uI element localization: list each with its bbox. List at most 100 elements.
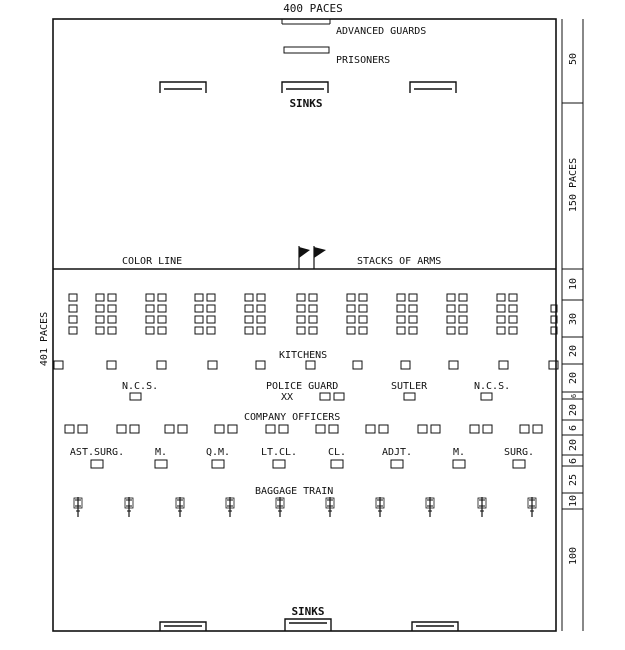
scale-mark-6b: 6 [568,425,579,431]
officer-tent [315,424,326,434]
tent-group [296,293,318,335]
staff-label: SURG. [504,447,534,458]
staff-label: M. [155,447,167,458]
prisoners-pen [283,46,330,54]
scale-mark-20d: 20 [568,439,579,451]
wagon-icon [275,497,285,517]
staff-tent [390,459,404,469]
sinks-bottom-label: SINKS [291,605,324,618]
kitchens-row [53,360,559,370]
officer-tent [116,424,127,434]
staff-row: AST.SURG. M. Q.M. LT.CL. CL. ADJT. M. SURG. [70,447,534,469]
officer-tent [469,424,480,434]
scale-mark-100: 100 [568,547,579,565]
prisoners-label: PRISONERS [336,55,390,66]
staff-tent [452,459,466,469]
staff-label: M. [453,447,465,458]
officer-tent [265,424,276,434]
staff-tent [330,459,344,469]
officer-tent [482,424,493,434]
wagon-icon [124,497,134,517]
camp-boundary [52,18,557,632]
kitchen [548,360,559,370]
tent-group [346,293,368,335]
officer-tent [164,424,175,434]
kitchen [255,360,266,370]
scale-mark-50: 50 [568,53,579,65]
scale-mark-30: 30 [568,313,579,325]
officer-tent [177,424,188,434]
scale-mark-10a: 10 [568,278,579,290]
officer-tent [64,424,75,434]
scale-mark-20c: 20 [568,404,579,416]
wagon-icon [527,497,537,517]
scale-mark-150-paces: 150 PACES [568,158,579,212]
scale-mark-20a: 20 [568,345,579,357]
officer-tent [328,424,339,434]
flag-icon [298,246,326,269]
scale-column [561,19,584,631]
scale-mark-10b: 10 [568,495,579,507]
baggage-train-label: BAGGAGE TRAIN [255,486,333,497]
officer-tent [430,424,441,434]
baggage-wagons [73,497,537,517]
kitchens-label: KITCHENS [279,350,327,361]
tent-group [194,293,216,335]
advanced-guards-label: ADVANCED GUARDS [336,26,426,37]
tent-group [550,304,558,335]
officer-tent [214,424,225,434]
staff-tent [272,459,286,469]
kitchen [106,360,117,370]
scale-labels: 50 150 PACES 10 30 20 20 6 20 6 20 6 25 … [568,53,579,565]
wagon-icon [425,497,435,517]
wagon-icon [73,497,83,517]
tent-group [68,293,78,335]
tent-group [145,293,167,335]
stacks-of-arms-label: STACKS OF ARMS [357,256,441,267]
tent-group [244,293,266,335]
staff-tent [512,459,526,469]
wagon-icon [175,497,185,517]
scale-mark-6c: 6 [568,458,579,464]
color-line-label: COLOR LINE [122,256,182,267]
staff-label: AST.SURG. [70,447,124,458]
staff-tent [90,459,104,469]
officer-tent [77,424,88,434]
kitchen [448,360,459,370]
staff-label: Q.M. [206,447,230,458]
wagon-icon [477,497,487,517]
staff-label: ADJT. [382,447,412,458]
kitchen [305,360,316,370]
officer-tent [519,424,530,434]
staff-tent [211,459,225,469]
company-officers-label: COMPANY OFFICERS [244,412,340,423]
officer-tent [129,424,140,434]
tent-group [446,293,468,335]
width-label: 400 PACES [283,2,343,15]
company-tents [68,293,558,335]
sutler-label: SUTLER [391,381,428,392]
sinks-top-label: SINKS [289,97,322,110]
officer-tent [365,424,376,434]
tent-group [396,293,418,335]
wagon-icon [225,497,235,517]
staff-label: LT.CL. [261,447,297,458]
kitchen [207,360,218,370]
police-guard-label: POLICE GUARD [266,381,338,392]
scale-mark-6a: 6 [570,394,578,398]
staff-label: CL. [328,447,346,458]
company-officers-tents [64,424,543,434]
bottom-sinks [159,618,459,631]
kitchen [498,360,509,370]
kitchen [156,360,167,370]
scale-mark-25: 25 [568,474,579,486]
officer-tent [278,424,289,434]
officer-tent [227,424,238,434]
tent-group [496,293,518,335]
officer-tent [417,424,428,434]
wagon-icon [325,497,335,517]
officer-tent [378,424,389,434]
kitchen [352,360,363,370]
kitchen [400,360,411,370]
